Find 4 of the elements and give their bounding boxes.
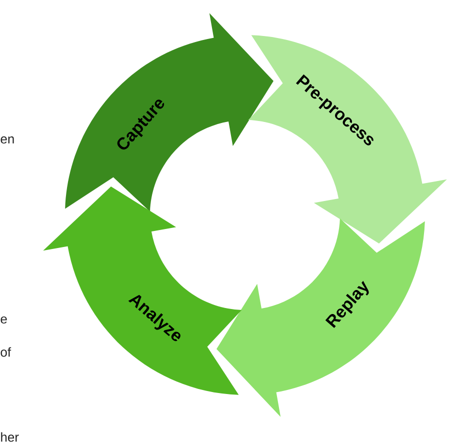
text-fragment: e xyxy=(0,316,7,324)
text-fragment: of xyxy=(0,347,12,357)
text-fragment: her xyxy=(1,432,19,442)
text-fragment: en xyxy=(0,136,14,144)
